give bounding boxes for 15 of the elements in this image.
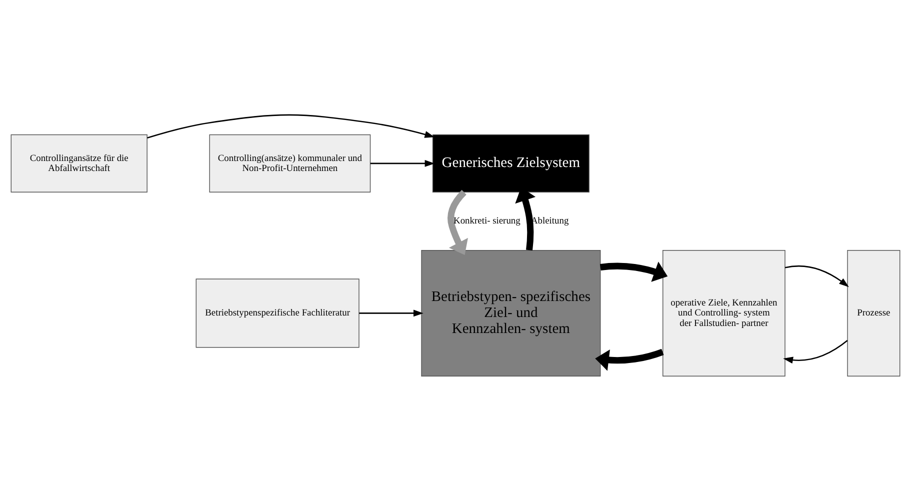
arrow [783,340,848,364]
arrow [600,262,668,282]
arrow [784,265,849,288]
arrow [370,160,435,167]
node-box: Betriebstypen- spezifisches Ziel- und Kennzahlen- system [421,250,601,376]
node-box: Generisches Zielsystem [432,134,590,193]
arrow [595,348,664,371]
arrow [147,114,435,139]
node-box: Controlling(ansätze) kommunaler und Non-Profit-Unternehmen [209,134,371,193]
node-box: Controllingansätze für die Abfallwirtschaft [10,134,148,193]
node-box: Prozesse [847,250,900,376]
arrow [359,310,424,317]
edge-label: Konkreti- sierung [454,216,520,227]
node-box: operative Ziele, Kennzahlen und Controlling- system der Fallstudien- partner [662,250,786,376]
node-box: Betriebstypenspezifische Fachliteratur [196,278,360,348]
